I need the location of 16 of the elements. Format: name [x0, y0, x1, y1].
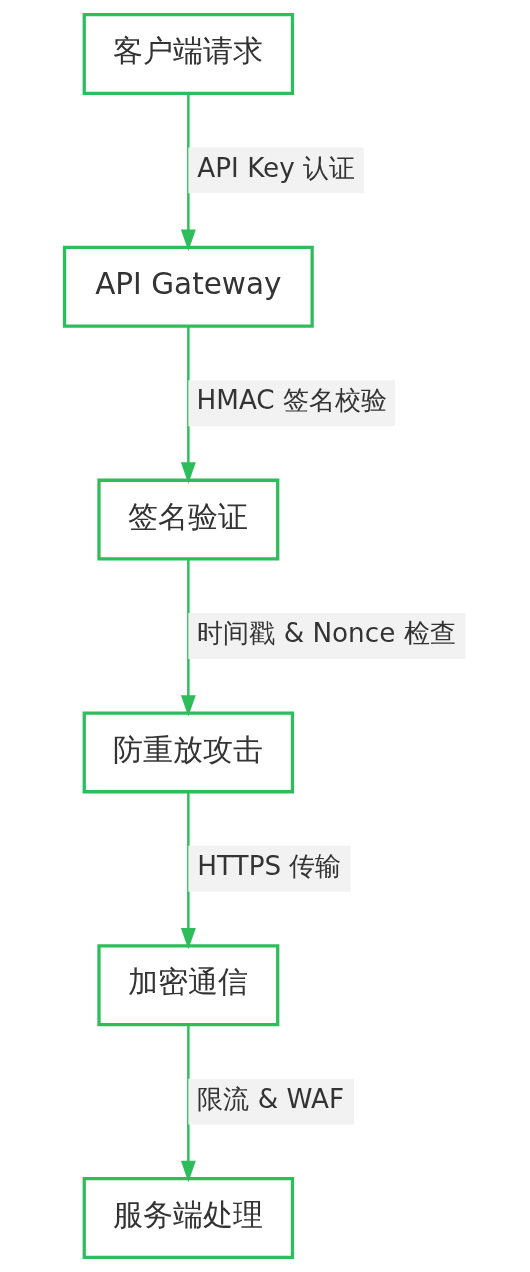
edge-label: 时间戳 & Nonce 检查: [197, 618, 456, 649]
arrow: [180, 1024, 196, 1183]
node-box: 加密通信: [97, 944, 280, 1027]
node-box: 签名验证: [97, 478, 280, 561]
node-box: 服务端处理: [82, 1177, 295, 1260]
arrow: [180, 791, 196, 950]
edge-label: 限流 & WAF: [197, 1083, 344, 1114]
node-box: API Gateway: [62, 245, 314, 328]
edge-label: HTTPS 传输: [197, 851, 342, 882]
node-box: 防重放攻击: [82, 711, 295, 794]
node-box: 客户端请求: [82, 12, 295, 95]
edge-label: API Key 认证: [197, 152, 356, 183]
arrow: [180, 559, 196, 717]
arrow: [180, 93, 196, 251]
arrow: [180, 326, 196, 484]
edge-label: HMAC 签名校验: [196, 385, 387, 416]
